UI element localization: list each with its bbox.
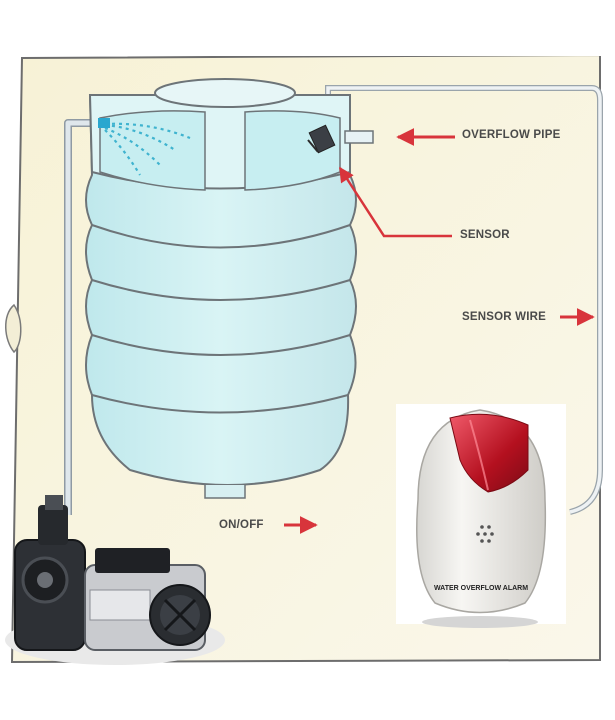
sensor-wire-label: SENSOR WIRE [462,311,546,323]
device-brand-text: WATER OVERFLOW ALARM [434,585,528,592]
on-off-label: ON/OFF [219,519,264,531]
sensor-label: SENSOR [460,229,510,241]
overflow-pipe-label: OVERFLOW PIPE [462,129,560,141]
alarm-device-icon: WATER OVERFLOW ALARM [396,404,566,628]
